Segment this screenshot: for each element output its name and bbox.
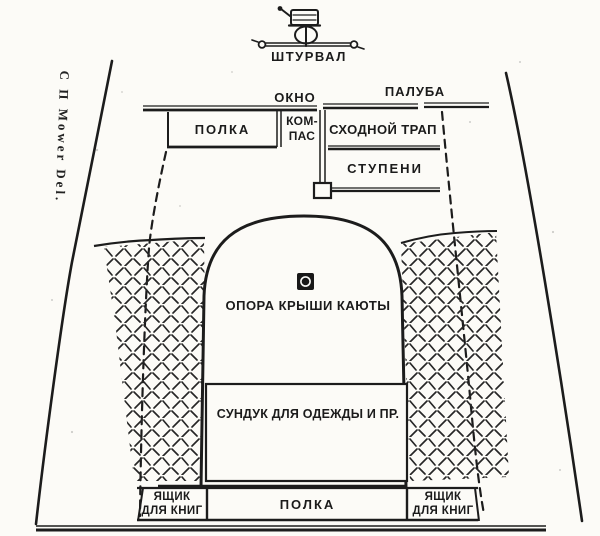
compass-label-line1: КОМ- xyxy=(286,114,318,128)
tiller-eye-left xyxy=(257,40,267,49)
deck-label: ПАЛУБА xyxy=(384,84,446,99)
companionway-left-wall xyxy=(319,110,326,183)
book-box-right-line2: ДЛЯ КНИГ xyxy=(412,504,474,517)
book-box-right-line1: ЯЩИК xyxy=(424,490,462,503)
shelf-bottom-label: ПОЛКА xyxy=(279,497,336,512)
chest-label: СУНДУК ДЛЯ ОДЕЖДЫ И ПР. xyxy=(216,406,400,421)
compass-left-wall xyxy=(276,110,282,147)
window-label: ОКНО xyxy=(274,90,316,105)
shelf-top-label: ПОЛКА xyxy=(194,121,251,137)
top-partitions xyxy=(167,110,440,200)
roof-support-label: ОПОРА КРЫШИ КАЮТЫ xyxy=(225,298,391,313)
winch-handle xyxy=(280,8,291,17)
chest-box xyxy=(158,382,409,488)
bulkhead-lines xyxy=(143,102,489,112)
hull-outline xyxy=(34,59,584,526)
hull-right-line xyxy=(504,71,584,523)
tiller-bar xyxy=(265,42,351,47)
companionway-label: СХОДНОЙ ТРАП xyxy=(329,121,437,137)
bottom-deck-line xyxy=(36,525,546,532)
book-box-right-label: ЯЩИК ДЛЯ КНИГ xyxy=(406,488,480,519)
berth-hatching xyxy=(93,230,509,481)
compass-label-line2: ПАС xyxy=(288,129,316,143)
steps-label: СТУПЕНИ xyxy=(347,161,423,176)
hull-left-line xyxy=(34,59,114,526)
bookbox-left-outer-edge xyxy=(137,487,144,522)
hatch-top-line-left xyxy=(93,236,206,248)
helm-label: ШТУРВАЛ xyxy=(271,49,347,64)
tiller-eye-right xyxy=(349,40,359,49)
tiller-winch-icon xyxy=(251,6,365,50)
book-box-left-line2: ДЛЯ КНИГ xyxy=(141,504,203,517)
book-box-left-label: ЯЩИК ДЛЯ КНИГ xyxy=(136,488,208,519)
hatch-area-left xyxy=(104,239,207,481)
hatch-top-line-right xyxy=(400,230,498,244)
roof-support-post-icon xyxy=(297,273,314,290)
compass-label: КОМ- ПАС xyxy=(283,112,321,146)
book-box-left-line1: ЯЩИК xyxy=(153,490,191,503)
hatch-area-right xyxy=(401,232,509,481)
bottom-shelf-row xyxy=(137,486,480,522)
companionway-post xyxy=(312,181,333,200)
bookbox-right-outer-edge xyxy=(474,487,480,522)
winch-drum xyxy=(290,9,319,26)
